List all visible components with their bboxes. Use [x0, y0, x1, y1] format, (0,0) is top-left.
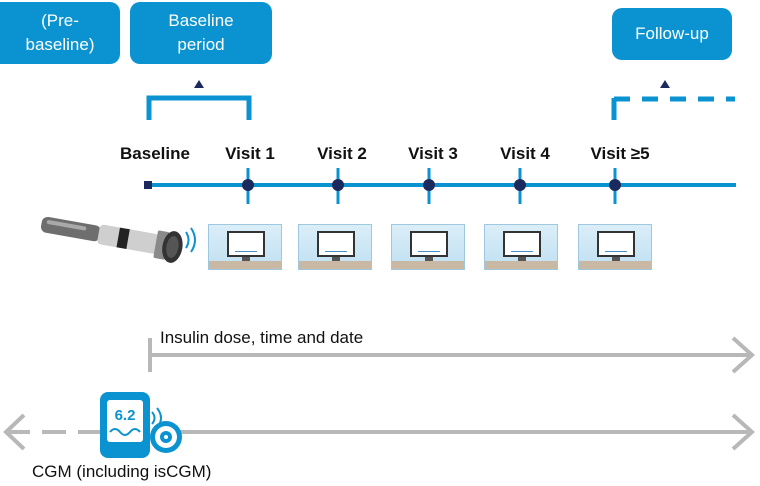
visit-1-marker [242, 168, 254, 204]
follow-up-box: Follow-up [612, 8, 732, 60]
pen-signal-icon [185, 227, 196, 253]
insulin-label: Insulin dose, time and date [160, 328, 364, 347]
visit-1-label: Visit 1 [225, 144, 275, 163]
visit-4-marker [514, 168, 526, 204]
visit-4-label: Visit 4 [500, 144, 550, 163]
visit-3-marker [423, 168, 435, 204]
visit-2-label: Visit 2 [317, 144, 367, 163]
baseline-period-arrow-icon [194, 80, 204, 88]
baseline-label: Baseline [120, 144, 190, 163]
visit-2-marker [332, 168, 344, 204]
sensor-icon [150, 421, 182, 453]
computer-monitor-icon [484, 224, 558, 270]
follow-up-arrow-icon [660, 80, 670, 88]
baseline-period-box: Baseline period [130, 2, 272, 64]
computer-monitor-icon [208, 224, 282, 270]
insulin-arrowhead-icon [731, 336, 755, 374]
cgm-right-arrowhead-icon [731, 413, 755, 451]
computer-monitor-icon [578, 224, 652, 270]
cgm-reading: 6.2 [115, 407, 136, 424]
cgm-reader-icon [100, 392, 150, 458]
pre-baseline-box: (Pre- baseline) [0, 2, 120, 64]
computer-monitor-icon [391, 224, 465, 270]
computer-monitor-icon [298, 224, 372, 270]
baseline-marker [144, 181, 152, 189]
visit-5-label: Visit ≥5 [590, 144, 650, 163]
follow-up-label: Follow-up [635, 24, 709, 43]
baseline-period-bracket [146, 95, 252, 120]
visit-3-label: Visit 3 [408, 144, 458, 163]
baseline-period-label: Baseline period [168, 11, 234, 54]
pre-baseline-label: (Pre- baseline) [25, 11, 95, 54]
visit-5-marker [609, 168, 621, 204]
insulin-pen-icon [40, 216, 183, 263]
cgm-label: CGM (including isCGM) [32, 462, 212, 481]
